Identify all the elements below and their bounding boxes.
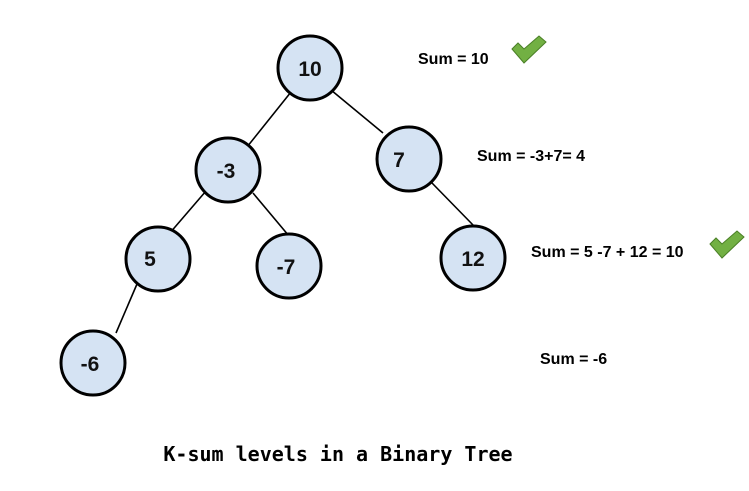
tree-node: 5: [124, 225, 192, 293]
node-label: 5: [144, 248, 156, 271]
level-sum-label: Sum = 10: [418, 51, 489, 68]
tree-node: 7: [375, 125, 443, 193]
edge-minus3-to-minus7: [252, 192, 290, 237]
node-label: 7: [393, 149, 405, 172]
tree-node: 12: [439, 224, 507, 292]
tree-node: 10: [276, 34, 344, 102]
node-label: -7: [277, 256, 296, 279]
tree-node: -3: [194, 136, 262, 204]
level-sum-label: Sum = -3+7= 4: [477, 148, 585, 165]
diagram-caption: K-sum levels in a Binary Tree: [163, 442, 512, 466]
node-label: 10: [298, 58, 321, 81]
edge-10-to-minus3: [246, 91, 292, 148]
level-sum-label: Sum = 5 -7 + 12 = 10: [531, 244, 684, 261]
node-label: -6: [81, 353, 100, 376]
node-label: -3: [217, 160, 236, 183]
tree-node: -7: [255, 232, 323, 300]
level-sum-label: Sum = -6: [540, 351, 607, 368]
green-checkmark-icon: [709, 230, 745, 259]
edge-minus3-to-5: [168, 190, 207, 235]
edge-5-to-minus6: [115, 283, 138, 334]
node-label: 12: [461, 248, 484, 271]
green-checkmark-icon: [511, 35, 547, 64]
edge-7-to-12: [431, 182, 475, 227]
tree-node: -6: [59, 329, 127, 397]
edge-10-to-7: [330, 89, 384, 134]
